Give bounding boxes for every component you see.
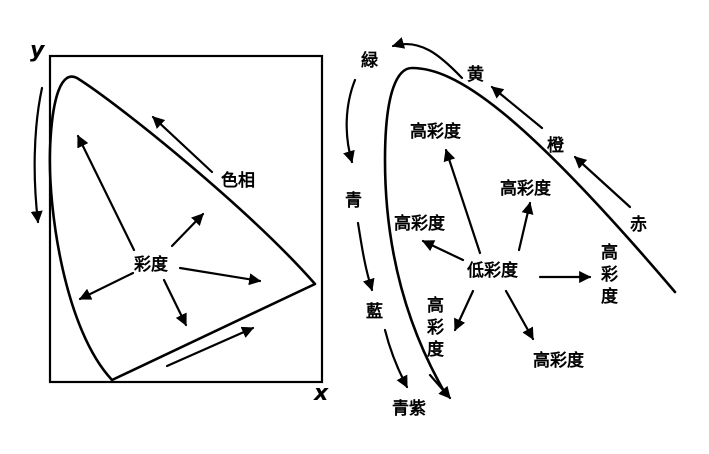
saturation-arrow-sw — [78, 271, 135, 301]
svg-text:高: 高 — [427, 295, 444, 316]
high-saturation-label-bottom: 高彩度 — [533, 350, 585, 371]
svg-text:度: 度 — [427, 339, 445, 360]
label-green: 緑 — [361, 50, 379, 71]
hue-arrow-red-orange — [573, 155, 632, 209]
hue-label: 色相 — [221, 170, 255, 191]
svg-text:彩: 彩 — [426, 318, 444, 338]
y-axis-label: y — [30, 38, 46, 63]
left-panel: y x 色相 彩度 — [30, 38, 329, 406]
svg-text:高: 高 — [601, 242, 618, 263]
saturation-arrow-nw — [76, 134, 136, 252]
sat-arrow-upper-left — [443, 148, 482, 255]
label-yellow: 黄 — [467, 64, 484, 85]
high-saturation-vertical-right: 高 彩 度 — [600, 242, 619, 307]
spectral-locus — [48, 75, 317, 382]
right-panel: 緑 黄 橙 赤 青 藍 青紫 低彩度 高彩度 高彩度 高彩度 高彩度 高 彩 度… — [343, 37, 677, 419]
high-saturation-label-left: 高彩度 — [394, 213, 446, 234]
sat-arrow-lower-right — [504, 289, 535, 341]
hue-arrow-left-lower — [383, 328, 409, 389]
label-orange: 橙 — [547, 135, 565, 156]
x-axis-label: x — [313, 381, 329, 406]
hue-arrow-bottom — [165, 326, 255, 368]
low-saturation-label: 低彩度 — [466, 260, 519, 281]
hue-arrow-violet-end — [428, 373, 452, 400]
hue-arc-arrow-left — [30, 86, 44, 224]
high-saturation-label-top: 高彩度 — [410, 121, 462, 142]
spectral-locus-right — [383, 66, 677, 395]
high-saturation-vertical-lower: 高 彩 度 — [426, 295, 445, 360]
hue-arrow-top — [391, 37, 464, 80]
label-red: 赤 — [630, 214, 647, 235]
sat-arrow-left — [421, 239, 465, 262]
hue-arrow-upper — [151, 115, 214, 174]
hue-arrow-yellow-orange — [490, 85, 544, 130]
saturation-arrow-ne — [170, 212, 205, 248]
saturation-arrow-e — [178, 266, 262, 286]
label-blue: 青 — [345, 190, 362, 211]
saturation-label: 彩度 — [133, 254, 169, 275]
saturation-arrow-s — [162, 278, 188, 327]
svg-text:彩: 彩 — [600, 265, 618, 285]
label-blue-violet: 青紫 — [392, 398, 426, 419]
sat-arrow-upper-right — [517, 201, 534, 252]
hue-arrow-left-middle — [356, 221, 375, 292]
svg-text:度: 度 — [601, 286, 619, 307]
sat-arrow-lower-left — [453, 289, 475, 332]
hue-arrow-left-upper — [343, 78, 357, 164]
xy-frame — [48, 54, 324, 384]
label-indigo: 藍 — [366, 301, 383, 322]
high-saturation-label-upper-right: 高彩度 — [500, 178, 552, 199]
